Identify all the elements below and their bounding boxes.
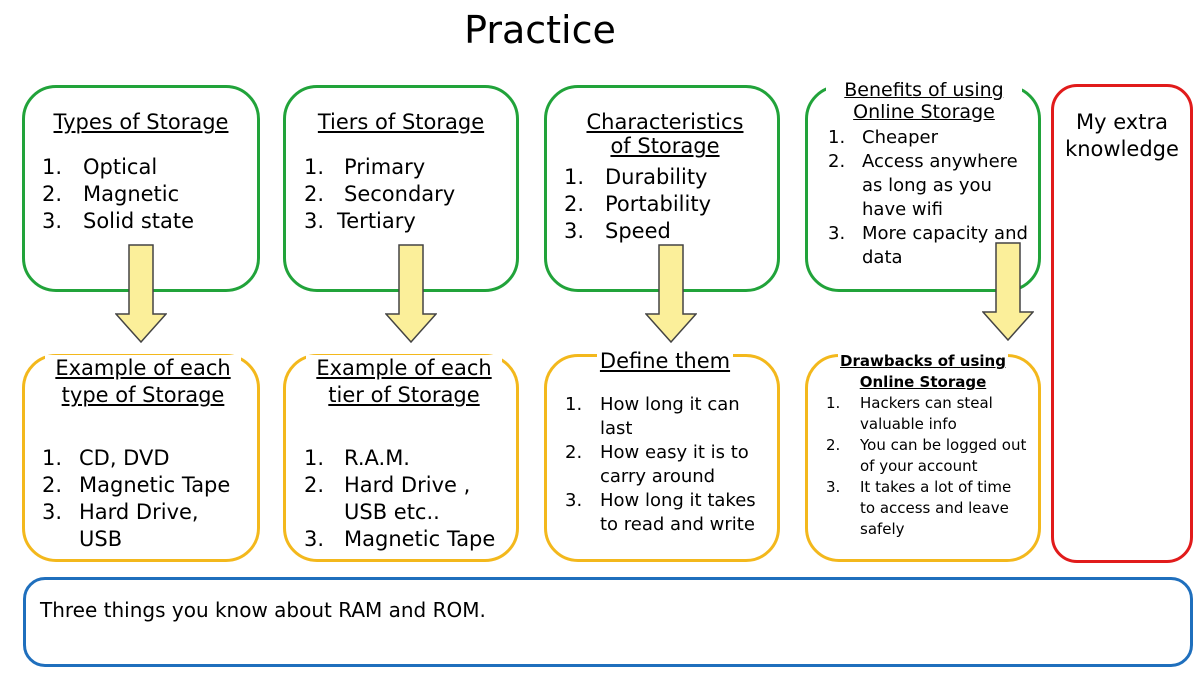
down-arrow-icon [385,244,437,343]
down-arrow-icon [645,244,697,343]
list-item: 1.Optical [42,155,158,180]
benefits-list: 1.Cheaper 2.Access anywhere as long as y… [828,126,1038,270]
list-item: 1.CD, DVD [42,446,170,470]
extra-knowledge-box[interactable]: My extra knowledge [1051,84,1193,563]
list-item: 1.R.A.M. [304,446,410,470]
drawbacks-list: 1.Hackers can steal valuable info 2.You … [826,393,1038,540]
down-arrow-icon [982,242,1034,341]
list-item: 1.Hackers can steal valuable info [826,394,993,433]
list-item: 3.Solid state [42,209,195,234]
type-examples-list: 1.CD, DVD 2.Magnetic Tape 3.Hard Drive, … [42,445,257,553]
list-item: 3.Magnetic Tape [304,527,496,551]
box-heading: Example of each type of Storage [45,355,241,409]
list-item: 1.Durability [564,165,708,190]
extra-knowledge-label: My extra knowledge [1065,110,1179,161]
list-item: 3.Hard Drive, USB [42,500,199,551]
down-arrow-icon [115,244,167,343]
example-tier-box: Example of each tier of Storage 1.R.A.M.… [283,354,519,562]
box-heading: Example of each tier of Storage [306,355,502,409]
storage-tiers-list: 1.Primary 2.Secondary 3.Tertiary [304,154,516,235]
box-heading: Characteristics of Storage [586,110,744,159]
list-item: 3.More capacity and data [828,222,1028,268]
tier-examples-list: 1.R.A.M. 2.Hard Drive , USB etc.. 3.Magn… [304,445,516,553]
box-heading: Types of Storage [53,110,229,134]
storage-types-list: 1.Optical 2.Magnetic 3.Solid state [42,154,257,235]
ram-rom-answer-box[interactable]: Three things you know about RAM and ROM. [23,577,1193,667]
list-item: 1.Primary [304,155,426,180]
page-title: Practice [464,8,616,52]
list-item: 2.Hard Drive , USB etc.. [304,473,471,524]
list-item: 2.Magnetic [42,182,180,207]
box-heading: Tiers of Storage [317,110,485,134]
list-item: 3.It takes a lot of time to access and l… [826,478,1012,538]
list-item: 2.How easy it is to carry around [565,442,749,488]
list-item: 1.How long it can last [565,394,740,440]
list-item: 2.Secondary [304,182,456,207]
list-item: 2.Access anywhere as long as you have wi… [828,150,1018,220]
box-heading: Benefits of using Online Storage [826,79,1022,124]
list-item: 3.Speed [564,219,671,244]
box-heading: Define them [597,349,733,374]
list-item: 2.You can be logged out of your account [826,436,1027,475]
list-item: 2.Portability [564,192,711,217]
example-type-box: Example of each type of Storage 1.CD, DV… [22,354,260,562]
drawbacks-online-storage-box: Drawbacks of using Online Storage 1.Hack… [805,351,1041,562]
list-item: 1.Cheaper [828,126,938,148]
define-them-box: Define them 1.How long it can last 2.How… [544,349,780,562]
definitions-list: 1.How long it can last 2.How easy it is … [565,393,777,537]
box-heading: Drawbacks of using Online Storage [838,351,1008,393]
list-item: 2.Magnetic Tape [42,473,231,497]
list-item: 3.How long it takes to read and write [565,490,756,536]
list-item: 3.Tertiary [304,209,416,234]
ram-rom-prompt: Three things you know about RAM and ROM. [40,598,486,622]
characteristics-list: 1.Durability 2.Portability 3.Speed [564,164,777,245]
